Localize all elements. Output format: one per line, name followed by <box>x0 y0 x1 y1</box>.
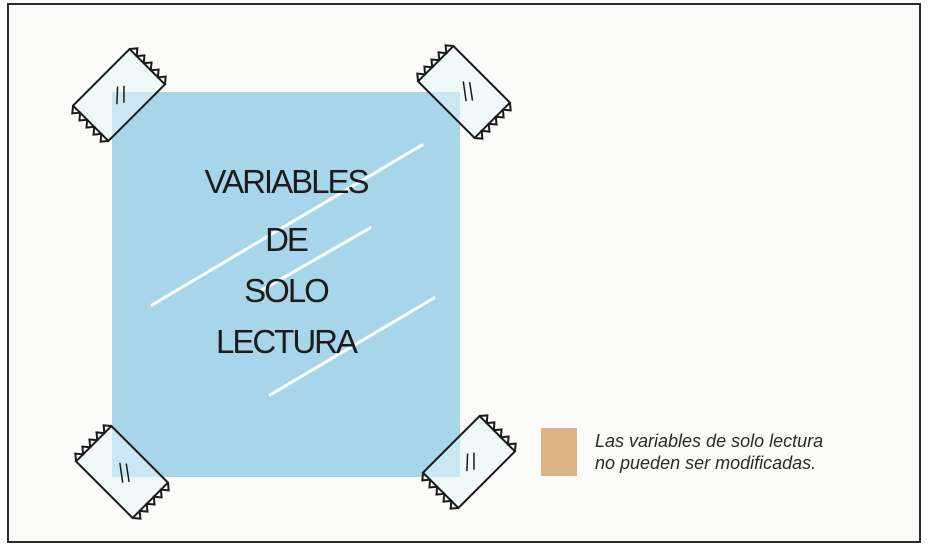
shine-line-1 <box>150 143 424 307</box>
illustration-frame: VARIABLES DE SOLO LECTURA <box>7 3 921 543</box>
shine-line-2 <box>260 226 372 292</box>
sign-line-lectura: LECTURA <box>215 323 358 360</box>
legend-swatch <box>541 428 577 476</box>
sign-line-solo: SOLO <box>244 272 330 309</box>
tape-top-left-icon <box>71 47 167 143</box>
shine-line-3 <box>268 296 436 397</box>
tape-bottom-left-icon <box>74 424 170 520</box>
sign-line-de: DE <box>265 221 309 258</box>
legend-caption: Las variables de solo lectura no pueden … <box>595 430 915 474</box>
legend-caption-line-1: Las variables de solo lectura <box>595 431 824 451</box>
tape-top-right-icon <box>416 44 512 140</box>
legend-caption-line-2: no pueden ser modificadas. <box>595 453 817 473</box>
shine-lines <box>150 143 436 397</box>
tape-bottom-right-icon <box>421 414 517 510</box>
sign-line-variables: VARIABLES <box>204 163 370 200</box>
taped-paper-sheet: VARIABLES DE SOLO LECTURA <box>112 92 460 477</box>
